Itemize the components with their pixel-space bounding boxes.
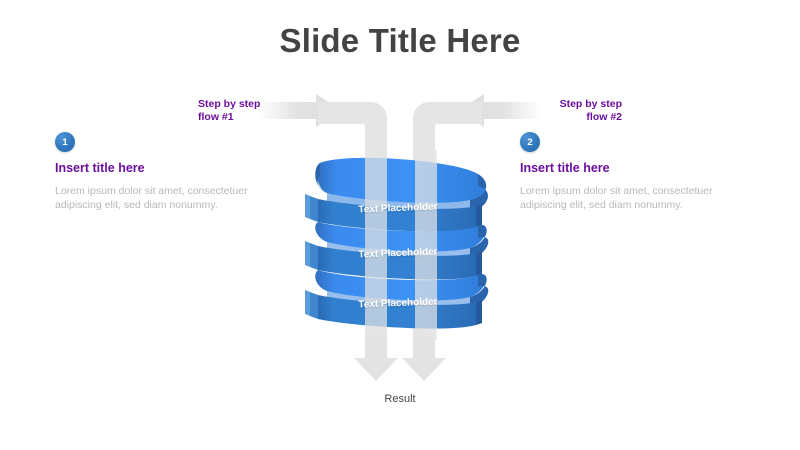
column-overlay-right [415,150,437,340]
side-block-body-2: Lorem ipsum dolor sit amet, consectetuer… [520,185,713,211]
step-badge-1: 1 [55,132,75,152]
side-block-title-2: Insert title here [520,161,610,175]
flow-label-1: Step by step flow #1 [198,98,261,123]
page-title: Slide Title Here [279,22,521,59]
side-block-title-1: Insert title here [55,161,145,175]
arrow-down-icon-right [402,338,446,381]
side-block-body-1: Lorem ipsum dolor sit amet, consectetuer… [55,185,248,211]
step-badge-2: 2 [520,132,540,152]
side-block-2: 2 Insert title here Lorem ipsum dolor si… [520,132,750,212]
arrow-down-icon-left [354,338,398,381]
flow-label-2: Step by step flow #2 [559,98,622,123]
side-block-1: 1 Insert title here Lorem ipsum dolor si… [55,132,285,212]
column-overlay-left [365,150,387,340]
result-label: Result [384,393,416,405]
